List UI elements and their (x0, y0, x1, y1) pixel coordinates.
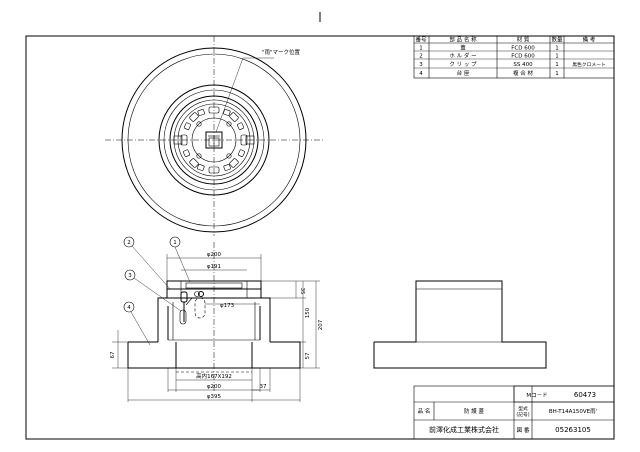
name-value: 防 護 蓋 (464, 407, 484, 415)
callout-4: 4 (127, 305, 131, 311)
table-cell: FCD 600 (511, 54, 535, 60)
model-label-sub: (記号) (516, 411, 529, 418)
parts-table: 番号 部 品 名 称 材 質 数量 備 考 1 蓋 FCD 600 1 2 ホ … (413, 36, 615, 79)
table-cell: ク リ ッ プ (449, 61, 477, 68)
title-block: Mコ－ド 60473 品 名 防 護 蓋 型式 (記号) BH-T14A150V… (413, 385, 615, 440)
table-cell: 1 (555, 62, 559, 68)
table-cell: 黒色クロメート (572, 61, 606, 68)
table-cell: 蓋 (460, 44, 466, 52)
table-cell: 1 (419, 46, 423, 52)
dimensions: φ200 φ191 φ173 35 150 207 57 67 高内167X19… (110, 252, 324, 402)
table-cell: SS 400 (513, 62, 533, 68)
type-code-label: Mコ－ド (526, 392, 547, 399)
table-cell: 1 (555, 46, 559, 52)
dim-phi191: φ191 (207, 264, 221, 270)
rain-mark-icon (205, 131, 223, 149)
table-cell: 1 (555, 71, 559, 77)
dim-phi200-top: φ200 (207, 252, 222, 258)
table-header-name: 部 品 名 称 (449, 36, 477, 44)
clip-part (179, 291, 206, 325)
table-header-no: 番号 (415, 37, 427, 44)
top-view: "雨"マーク位置 (105, 36, 323, 236)
drawing-no-label: 図 番 (517, 427, 530, 434)
callouts: 1 2 3 4 (123, 236, 191, 346)
table-cell: 3 (419, 62, 423, 68)
drawing-border (25, 35, 615, 440)
dim-phi173: φ173 (220, 303, 235, 309)
table-cell: 台 座 (457, 69, 470, 77)
model-value: BH-T14A150VE雨' (549, 408, 597, 415)
table-header-qty: 数量 (551, 36, 563, 44)
table-cell: ホ ル ダ ー (449, 52, 476, 60)
table-cell: 4 (419, 71, 423, 77)
table-cell: 1 (555, 54, 559, 60)
name-label: 品 名 (418, 407, 431, 415)
dim-67: 67 (110, 351, 116, 358)
table-header-remarks: 備 考 (583, 36, 596, 44)
dim-35: 35 (299, 288, 305, 295)
dim-37: 37 (260, 384, 267, 390)
table-cell: 複 合 材 (513, 69, 533, 77)
table-header-material: 材 質 (517, 36, 530, 44)
callout-1: 1 (173, 240, 177, 246)
drawing-no-value: 05263105 (555, 426, 591, 434)
cover-slot-pattern (180, 106, 248, 174)
dim-phi200-bottom: φ200 (207, 384, 222, 390)
dim-rect-opening: 高内167X192 (196, 372, 232, 380)
company-name: 前澤化成工業株式会社 (429, 425, 499, 434)
type-code-value: 60473 (574, 391, 596, 399)
dim-57: 57 (305, 352, 311, 359)
callout-3: 3 (128, 273, 132, 279)
mark-position-note: "雨"マーク位置 (262, 48, 301, 56)
side-view (373, 280, 547, 369)
dim-207: 207 (318, 319, 324, 330)
dim-150: 150 (305, 307, 311, 318)
dim-phi395: φ395 (207, 394, 222, 400)
table-cell: 2 (419, 54, 423, 60)
table-cell: FCD 600 (511, 46, 535, 52)
model-label: 型式 (518, 405, 528, 412)
callout-2: 2 (127, 240, 131, 246)
